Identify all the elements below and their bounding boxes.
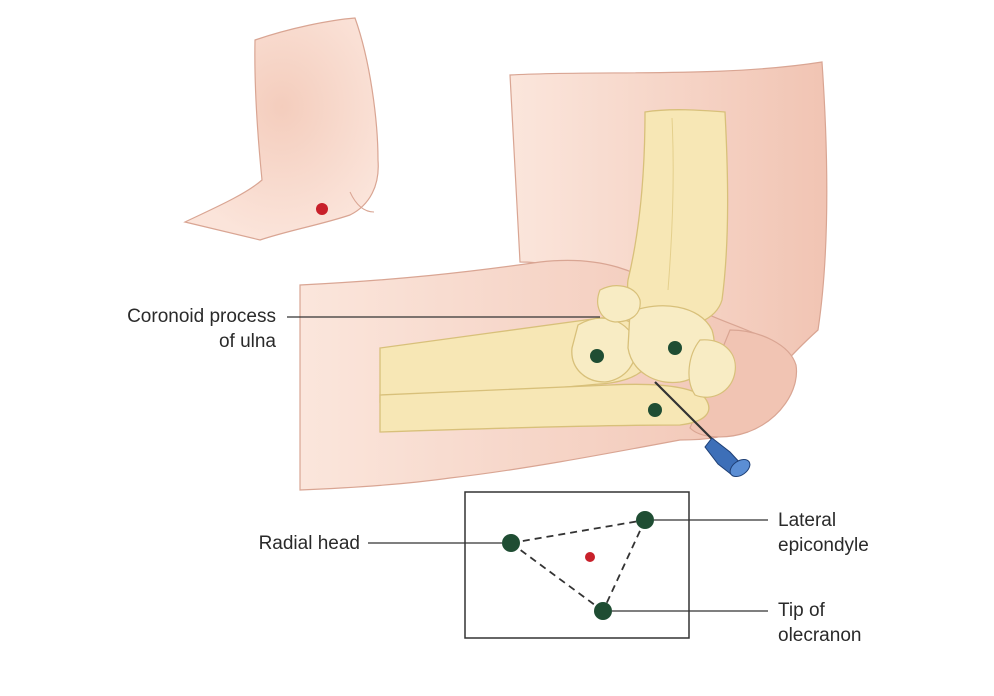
lateral-epicondyle-label: Lateral epicondyle bbox=[778, 508, 869, 558]
inset-radial-head-dot bbox=[502, 534, 520, 552]
coronoid-process-label: Coronoid process of ulna bbox=[40, 304, 276, 354]
elbow-bones bbox=[379, 109, 736, 433]
radial-head-landmark bbox=[590, 349, 604, 363]
landmark-triangle-inset bbox=[464, 491, 690, 639]
coronoid-label-line1: Coronoid process bbox=[127, 306, 276, 327]
triangle-side-right bbox=[602, 519, 646, 612]
coronoid-process-bone bbox=[597, 285, 641, 323]
small-arm-skin bbox=[183, 17, 379, 241]
radial-head-label-text: Radial head bbox=[258, 533, 360, 554]
inset-frame bbox=[464, 491, 690, 639]
olecranon-bone bbox=[688, 339, 736, 398]
small-arm-injection-site bbox=[316, 203, 328, 215]
olecranon-label-line1: Tip of bbox=[778, 600, 825, 621]
ulna bbox=[379, 383, 710, 433]
inset-olecranon-dot bbox=[594, 602, 612, 620]
triangle-side-top bbox=[510, 519, 646, 544]
needle-hub-end bbox=[729, 458, 751, 478]
lateral-label-line1: Lateral bbox=[778, 510, 837, 531]
lateral-label-line2: epicondyle bbox=[778, 535, 869, 556]
lateral-epicondyle-landmark bbox=[668, 341, 682, 355]
elbow-skin-tip bbox=[689, 329, 798, 438]
coronoid-label-line2: of ulna bbox=[218, 331, 276, 352]
inset-injection-site-dot bbox=[585, 552, 595, 562]
main-landmarks bbox=[590, 341, 682, 417]
radial-head-bone bbox=[571, 317, 637, 383]
olecranon-label: Tip of olecranon bbox=[778, 598, 861, 648]
inset-lateral-epicondyle-dot bbox=[636, 511, 654, 529]
radial-head-label: Radial head bbox=[190, 531, 360, 556]
humerus-shaft-line bbox=[667, 117, 674, 291]
small-arm-crease bbox=[349, 191, 375, 213]
olecranon-label-line2: olecranon bbox=[778, 625, 862, 646]
olecranon-landmark bbox=[648, 403, 662, 417]
needle-shaft bbox=[654, 381, 719, 446]
syringe-needle-icon bbox=[654, 381, 751, 478]
small-arm-inset bbox=[183, 17, 379, 241]
